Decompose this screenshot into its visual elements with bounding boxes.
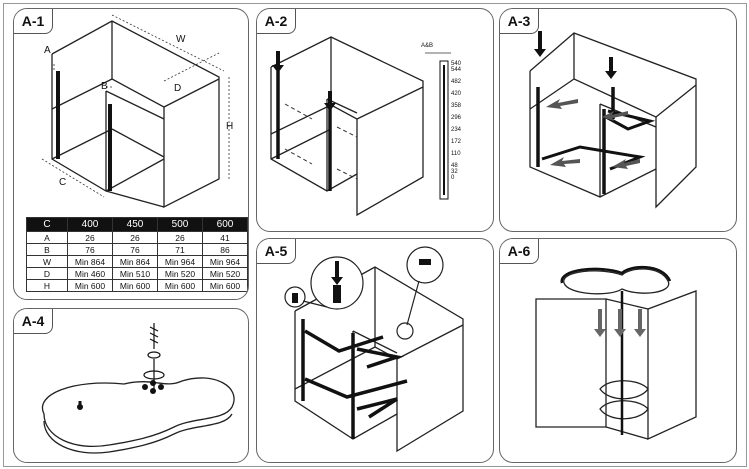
ruler-tick: 358 bbox=[451, 103, 462, 109]
panel-a3: A-3 bbox=[499, 8, 737, 232]
spec-cell: 86 bbox=[202, 243, 248, 256]
panel-a5: A-5 bbox=[256, 238, 494, 463]
a5-cabinet-drawing bbox=[284, 246, 464, 453]
spec-cell: Min 460 bbox=[67, 267, 113, 280]
panel-a2: A-2 A&B bbox=[256, 8, 494, 232]
ruler-tick: 0 bbox=[451, 175, 455, 181]
spec-table-header: C 400 450 500 600 bbox=[26, 217, 248, 232]
panel-a2-label: A-2 bbox=[257, 9, 296, 34]
a1-cabinet-drawing bbox=[41, 14, 230, 209]
spec-cell: Min 600 bbox=[202, 279, 248, 292]
ruler-tick: 544 bbox=[451, 67, 462, 73]
spec-cell: Min 510 bbox=[112, 267, 158, 280]
ruler-ab-label: A&B bbox=[421, 43, 434, 49]
table-row: A 26 26 26 41 bbox=[26, 231, 248, 244]
spec-cell: Min 964 bbox=[157, 255, 203, 268]
panel-a1: A-1 A W B D H C C bbox=[13, 8, 249, 300]
spec-cell: 26 bbox=[112, 231, 158, 244]
spec-table: C 400 450 500 600 A 26 26 26 41 B 76 76 … bbox=[26, 217, 248, 292]
ruler-tick: 420 bbox=[451, 91, 462, 97]
spec-cell: 41 bbox=[202, 231, 248, 244]
spec-header-cell: 500 bbox=[157, 217, 203, 232]
spec-cell: Min 864 bbox=[67, 255, 113, 268]
panel-a4-label: A-4 bbox=[14, 309, 53, 334]
dim-c-label: C bbox=[59, 177, 67, 188]
spec-cell: 26 bbox=[67, 231, 113, 244]
dim-w-label: W bbox=[176, 34, 186, 45]
ruler-tick: 48 bbox=[451, 163, 458, 169]
panel-a6: A-6 bbox=[499, 238, 737, 463]
ruler-tick: 110 bbox=[451, 151, 461, 157]
dim-a-label: A bbox=[44, 45, 51, 56]
page-frame bbox=[3, 3, 747, 467]
spec-header-cell: 450 bbox=[112, 217, 158, 232]
ruler-tick: 296 bbox=[451, 115, 462, 121]
spec-cell: Min 964 bbox=[202, 255, 248, 268]
a4-tray-drawing bbox=[41, 323, 235, 454]
spec-cell: Min 520 bbox=[202, 267, 248, 280]
spec-cell: Min 600 bbox=[67, 279, 113, 292]
spec-header-cell: C bbox=[26, 217, 68, 232]
panel-a6-label: A-6 bbox=[500, 239, 539, 264]
spec-cell: 76 bbox=[67, 243, 113, 256]
spec-cell: D bbox=[26, 267, 68, 280]
table-row: B 76 76 71 86 bbox=[26, 243, 248, 256]
ruler-tick: 540 bbox=[451, 61, 462, 67]
table-row: H Min 600 Min 600 Min 600 Min 600 bbox=[26, 279, 248, 292]
spec-cell: W bbox=[26, 255, 68, 268]
ruler-ticks: 540 544 482 420 358 296 234 172 110 48 3… bbox=[451, 61, 461, 181]
a2-cabinet-drawing bbox=[270, 36, 451, 217]
table-row: D Min 460 Min 510 Min 520 Min 520 bbox=[26, 267, 248, 280]
spec-cell: 26 bbox=[157, 231, 203, 244]
spec-header-cell: 600 bbox=[202, 217, 248, 232]
panel-a4: A-4 bbox=[13, 308, 249, 463]
dim-d-label: D bbox=[174, 83, 182, 94]
a6-cabinet-drawing bbox=[535, 266, 697, 441]
ruler-tick: 172 bbox=[451, 139, 462, 145]
spec-header-cell: 400 bbox=[67, 217, 113, 232]
spec-cell: Min 600 bbox=[157, 279, 203, 292]
ruler-tick: 32 bbox=[451, 169, 458, 175]
spec-cell: 76 bbox=[112, 243, 158, 256]
table-row: W Min 864 Min 864 Min 964 Min 964 bbox=[26, 255, 248, 268]
spec-cell: Min 600 bbox=[112, 279, 158, 292]
dim-b-label: B bbox=[101, 81, 108, 92]
dim-h-label: H bbox=[226, 121, 234, 132]
a3-cabinet-drawing bbox=[529, 31, 697, 209]
ruler-tick: 234 bbox=[451, 127, 462, 133]
panel-a5-label: A-5 bbox=[257, 239, 296, 264]
spec-cell: Min 864 bbox=[112, 255, 158, 268]
spec-cell: A bbox=[26, 231, 68, 244]
spec-cell: H bbox=[26, 279, 68, 292]
spec-cell: 71 bbox=[157, 243, 203, 256]
panel-a1-label: A-1 bbox=[14, 9, 53, 34]
panel-a3-label: A-3 bbox=[500, 9, 539, 34]
ruler-tick: 482 bbox=[451, 79, 462, 85]
spec-cell: B bbox=[26, 243, 68, 256]
spec-cell: Min 520 bbox=[157, 267, 203, 280]
